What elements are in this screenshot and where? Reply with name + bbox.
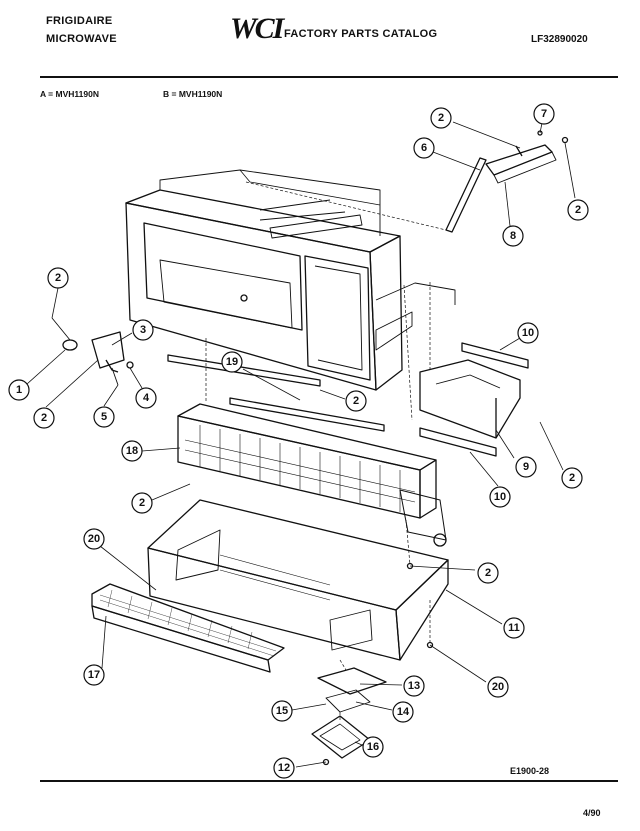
callout-3: 3	[140, 324, 146, 336]
callout-2: 2	[353, 395, 359, 407]
callout-10: 10	[494, 491, 506, 503]
callout-2: 2	[41, 412, 47, 424]
hinge-assembly	[51, 317, 134, 386]
callout-20: 20	[492, 681, 504, 693]
catalog-title: FACTORY PARTS CATALOG	[284, 28, 438, 40]
callout-11: 11	[508, 622, 520, 634]
cabinet-body	[125, 169, 456, 391]
rail-strips	[167, 342, 529, 457]
brand-name: FRIGIDAIRE	[46, 15, 113, 27]
blower-fan-assembly	[177, 403, 447, 570]
filter-parts	[311, 667, 387, 766]
callout-20: 20	[88, 533, 100, 545]
callout-16: 16	[367, 741, 379, 753]
wci-logo: WCI	[230, 12, 284, 45]
footer-rule	[40, 780, 618, 782]
bottom-plate	[147, 499, 449, 661]
callout-9: 9	[523, 461, 529, 473]
callout-8: 8	[510, 230, 516, 242]
callout-19: 19	[226, 356, 238, 368]
callout-2: 2	[55, 272, 61, 284]
callout-6: 6	[421, 142, 427, 154]
product-type: MICROWAVE	[46, 33, 117, 45]
callout-2: 2	[485, 567, 491, 579]
callout-7: 7	[541, 108, 547, 120]
callout-13: 13	[408, 680, 420, 692]
callout-2: 2	[569, 472, 575, 484]
header-rule	[40, 76, 618, 78]
revision-date: 4/90	[583, 808, 601, 818]
callout-12: 12	[278, 762, 290, 774]
callout-15: 15	[276, 705, 288, 717]
callout-4: 4	[143, 392, 150, 404]
side-bracket	[419, 359, 521, 439]
callout-14: 14	[397, 706, 410, 718]
callout-2: 2	[575, 204, 581, 216]
callout-17: 17	[88, 669, 100, 681]
model-b: B = MVH1190N	[163, 89, 223, 99]
top-bracket	[445, 130, 569, 233]
catalog-number: LF32890020	[531, 34, 588, 45]
drawing-code: E1900-28	[510, 766, 550, 776]
callout-10: 10	[522, 327, 534, 339]
callout-2: 2	[438, 112, 444, 124]
model-a: A = MVH1190N	[40, 89, 99, 99]
vent-grille	[91, 583, 285, 673]
callout-1: 1	[16, 384, 22, 396]
callout-2: 2	[139, 497, 145, 509]
callout-5: 5	[101, 411, 107, 423]
callout-18: 18	[126, 445, 138, 457]
